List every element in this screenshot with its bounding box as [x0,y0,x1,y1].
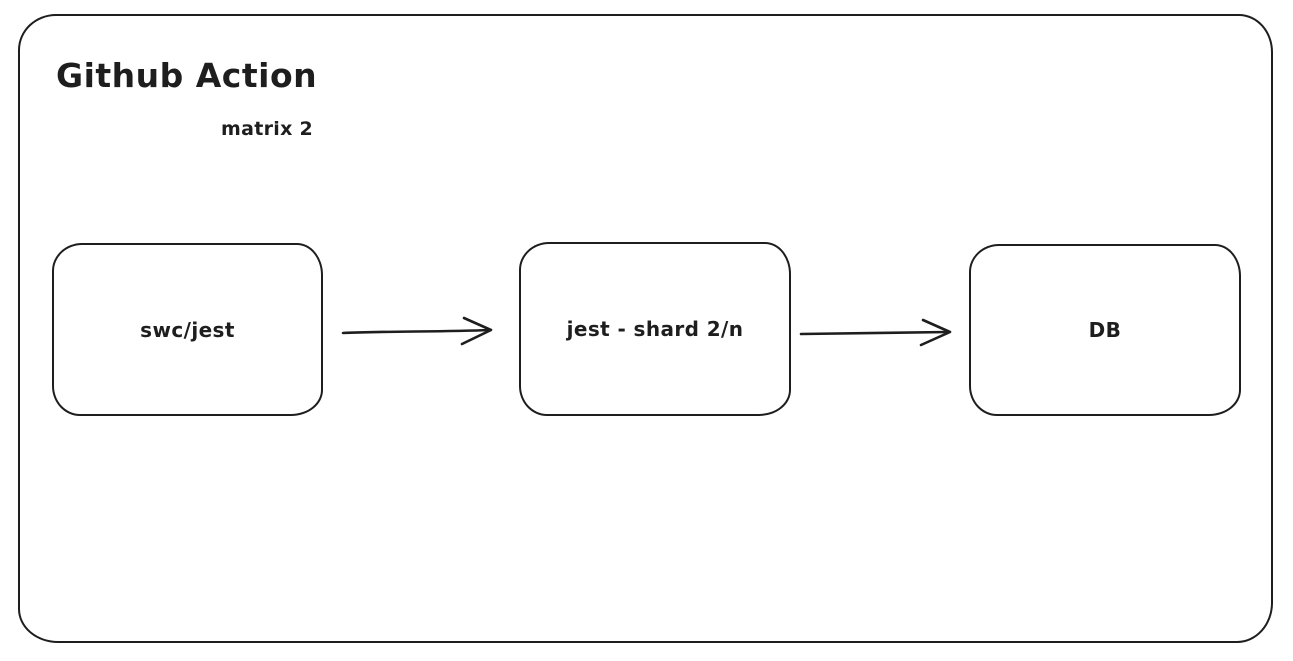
node-swc-jest-label: swc/jest [140,317,235,342]
node-jest-shard: jest - shard 2/n [519,242,791,416]
frame-title: Github Action [56,56,318,95]
github-action-frame [18,14,1273,643]
arrow-right-icon [341,316,493,346]
node-db-label: DB [1088,318,1122,342]
node-swc-jest: swc/jest [52,243,323,416]
edge-arrow-2 [798,312,956,354]
frame-subtitle: matrix 2 [221,118,314,140]
arrow-right-icon [799,318,952,347]
node-jest-shard-label: jest - shard 2/n [566,317,744,341]
edge-arrow-1 [340,310,498,352]
node-db: DB [969,244,1241,416]
